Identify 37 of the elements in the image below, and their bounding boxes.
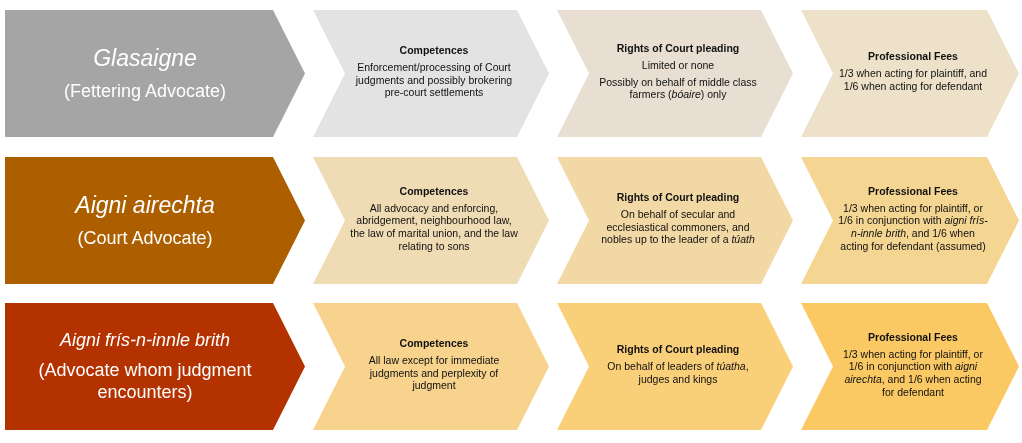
step-text: All advocacy and enforcing, abridgement, neighbourhood law, the law of marital union, and the law relating to sons: [349, 201, 519, 253]
chevron-step: [5, 303, 305, 430]
step-heading: Rights of Court pleading: [616, 343, 740, 356]
chevron-step: [5, 10, 305, 137]
step-heading: Competences: [399, 44, 469, 57]
chevron-step: [5, 157, 305, 284]
chevron-step: [557, 10, 793, 137]
advocate-subtitle: (Advocate whom judgment encounters): [37, 358, 253, 404]
step-text: 1/3 when acting for plaintiff, and 1/6 when acting for defendant: [837, 67, 989, 93]
advocate-title: Aigni airechta: [75, 191, 215, 219]
step-text: On behalf of secular and ecclesiastical commoners, and nobles up to the leader of a túath: [600, 208, 756, 246]
chevron-step: [801, 157, 1019, 284]
step-heading: Professional Fees: [868, 330, 958, 343]
step-text: All law except for immediate judgments and perplexity of judgment: [367, 354, 501, 392]
step-text: Enforcement/processing of Court judgments and possibly brokering pre-court settlements: [354, 61, 514, 99]
step-heading: Competences: [399, 337, 469, 350]
step-heading: Rights of Court pleading: [616, 42, 740, 55]
advocate-title: Aigni frís-n-innle brith: [59, 329, 231, 351]
chevron-step: [313, 157, 549, 284]
step-text: On behalf of leaders of túatha, judges and kings: [606, 360, 750, 386]
chevron-step: [313, 10, 549, 137]
step-text: Possibly on behalf of middle class farmers (bóaire) only: [598, 75, 758, 101]
step-text: Limited or none: [641, 59, 715, 72]
chevron-step: [313, 303, 549, 430]
step-heading: Competences: [399, 184, 469, 197]
chevron-step: [801, 10, 1019, 137]
chevron-step: [801, 303, 1019, 430]
chevron-step: [557, 303, 793, 430]
chevron-step: [557, 157, 793, 284]
step-text: 1/3 when acting for plaintiff, or 1/6 in conjunction with aigni airechta, and 1/6 when acting for defendant: [842, 347, 984, 399]
advocate-subtitle: (Fettering Advocate): [63, 79, 227, 103]
step-heading: Professional Fees: [868, 50, 958, 63]
step-text: 1/3 when acting for plaintiff, or 1/6 in conjunction with aigni frís-n-innle brith, and 1/6 when acting for defendant (assumed): [837, 201, 989, 253]
step-heading: Professional Fees: [868, 184, 958, 197]
advocate-title: Glasaigne: [93, 44, 197, 72]
advocate-subtitle: (Court Advocate): [77, 226, 213, 250]
step-heading: Rights of Court pleading: [616, 191, 740, 204]
